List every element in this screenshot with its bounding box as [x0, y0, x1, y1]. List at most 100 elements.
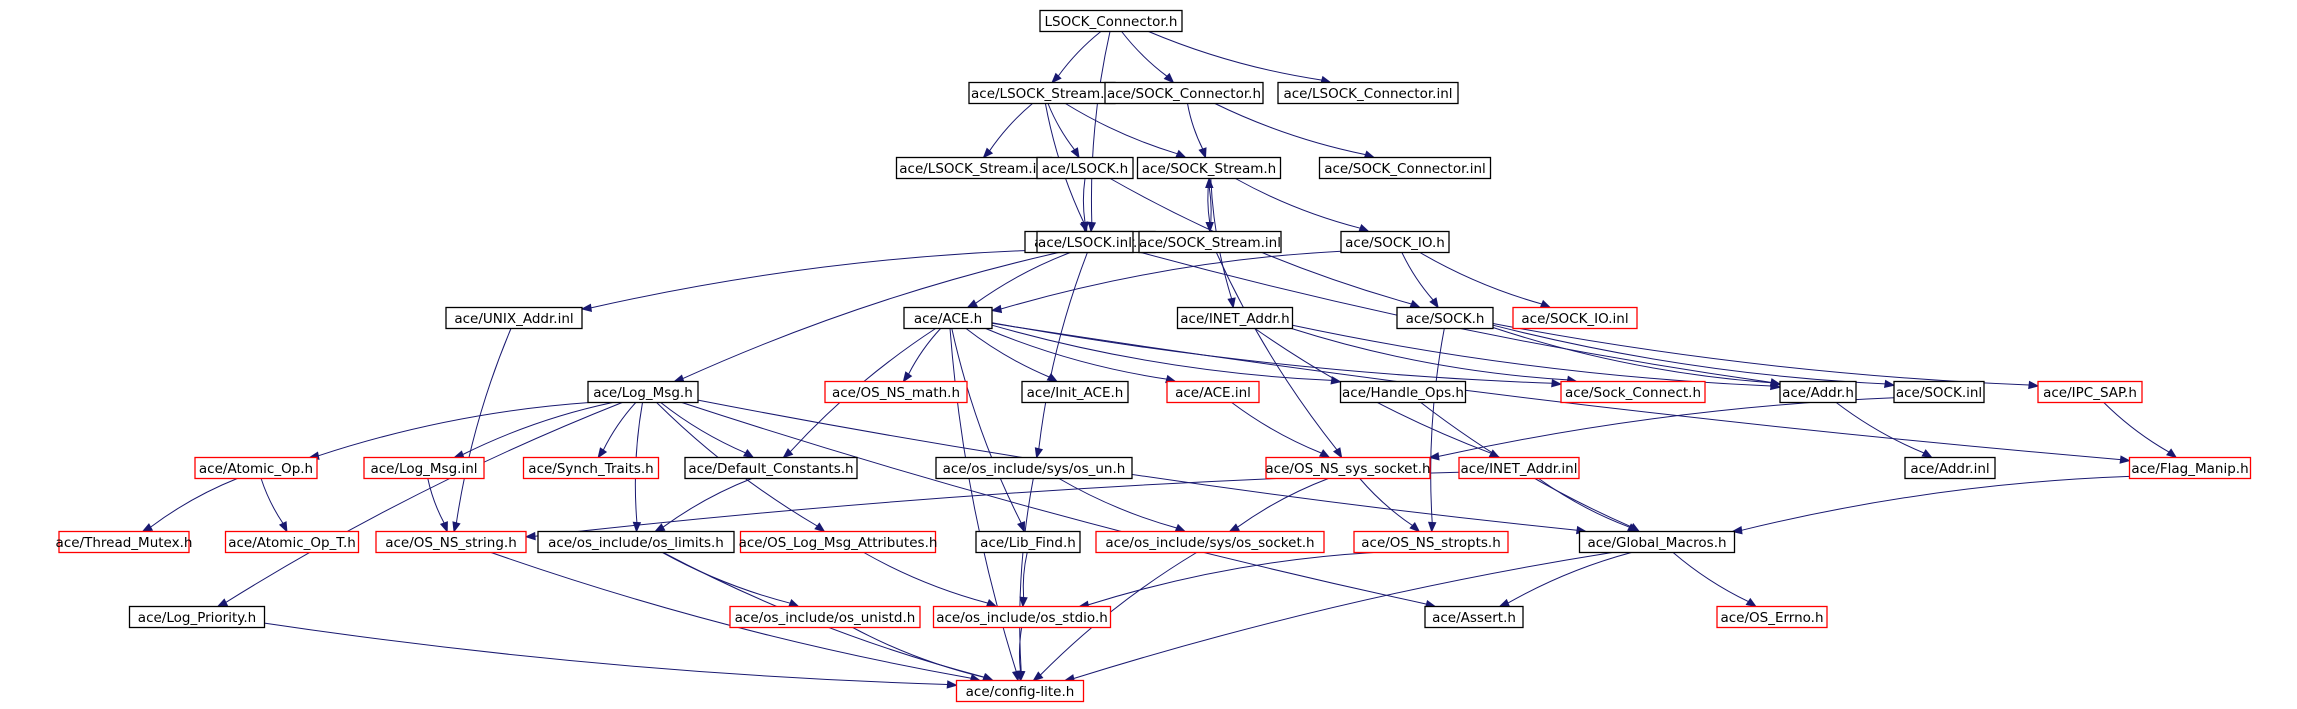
edge-ace-h-to-init-ace-h — [965, 328, 1059, 383]
node-box — [932, 605, 1112, 629]
edge-flag-manip-h-to-global-macros-h — [1731, 475, 2130, 535]
node-addr-inl[interactable]: ace/Addr.inl — [1904, 456, 1996, 480]
node-default-constants-h[interactable]: ace/Default_Constants.h — [684, 456, 858, 480]
node-os-socket-h[interactable]: ace/os_include/sys/os_socket.h — [1095, 530, 1325, 554]
node-atomic-op-h[interactable]: ace/Atomic_Op.h — [194, 456, 318, 480]
edge-lsock-stream-h-to-lsock-stream-inl — [982, 103, 1033, 159]
node-ace-h[interactable]: ace/ACE.h — [903, 306, 993, 330]
node-box — [1396, 306, 1494, 330]
node-os-ns-stropts-h[interactable]: ace/OS_NS_stropts.h — [1353, 530, 1509, 554]
node-os-limits-h[interactable]: ace/os_include/os_limits.h — [537, 530, 735, 554]
node-label: ace/OS_NS_string.h — [385, 535, 517, 551]
node-sock-stream-h[interactable]: ace/SOCK_Stream.h — [1136, 156, 1282, 180]
edge-os-socket-h-to-config-lite-h — [1032, 552, 1197, 682]
node-box — [1176, 306, 1294, 330]
node-box — [1353, 530, 1509, 554]
node-os-ns-sys-socket-h[interactable]: ace/OS_NS_sys_socket.h — [1265, 456, 1431, 480]
edge-ace-inl-to-os-ns-sys-socket-h — [1231, 402, 1331, 459]
node-label: ace/Default_Constants.h — [688, 461, 853, 477]
node-ipc-sap-h[interactable]: ace/IPC_SAP.h — [2037, 380, 2143, 404]
node-os-unistd-h[interactable]: ace/os_include/os_unistd.h — [729, 605, 921, 629]
edge-lsock-stream-h-to-lsock-h — [1047, 103, 1080, 159]
node-label: ace/SOCK_Connector.h — [1107, 86, 1261, 102]
node-label: ace/Assert.h — [1432, 610, 1516, 626]
node-config-lite-h[interactable]: ace/config-lite.h — [955, 679, 1085, 703]
node-sock-inl[interactable]: ace/SOCK.inl — [1893, 380, 1985, 404]
edge-os-ns-stropts-h-to-os-stdio-h — [1077, 552, 1374, 609]
node-label: ace/os_include/os_stdio.h — [936, 610, 1108, 626]
edge-atomic-op-h-to-thread-mutex-h — [141, 478, 238, 533]
node-box — [522, 456, 660, 480]
node-sock-connector-inl[interactable]: ace/SOCK_Connector.inl — [1318, 156, 1492, 180]
node-label: ace/IPC_SAP.h — [2043, 385, 2137, 401]
node-os-errno-h[interactable]: ace/OS_Errno.h — [1716, 605, 1828, 629]
edge-sock-connector-h-to-sock-stream-h — [1187, 103, 1207, 159]
node-box — [224, 530, 360, 554]
node-flag-manip-h[interactable]: ace/Flag_Manip.h — [2128, 456, 2252, 480]
node-box — [58, 530, 190, 554]
edge-log-msg-h-to-synch-traits-h — [597, 402, 637, 459]
node-root[interactable]: LSOCK_Connector.h — [1039, 9, 1183, 33]
node-box — [375, 530, 527, 554]
node-handle-ops-h[interactable]: ace/Handle_Ops.h — [1339, 380, 1467, 404]
node-unix-addr-inl[interactable]: ace/UNIX_Addr.inl — [445, 306, 583, 330]
node-sock-io-h[interactable]: ace/SOCK_IO.h — [1340, 230, 1450, 254]
edge-inet-addr-inl-to-global-macros-h — [1538, 478, 1639, 533]
node-label: ace/Lib_Find.h — [980, 535, 1076, 551]
node-lsock-stream-inl[interactable]: ace/LSOCK_Stream.inl — [895, 156, 1053, 180]
node-label: ace/Synch_Traits.h — [528, 461, 653, 477]
edge-root-to-sock-connector-h — [1121, 31, 1175, 84]
edge-os-ns-sys-socket-h-to-os-socket-h — [1228, 478, 1329, 533]
node-addr-h[interactable]: ace/Addr.h — [1779, 380, 1857, 404]
node-label: ace/OS_Log_Msg_Attributes.h — [739, 535, 938, 551]
node-os-stdio-h[interactable]: ace/os_include/os_stdio.h — [932, 605, 1112, 629]
node-atomic-op-t-h[interactable]: ace/Atomic_Op_T.h — [224, 530, 360, 554]
node-ace-inl[interactable]: ace/ACE.inl — [1166, 380, 1260, 404]
node-label: ace/OS_NS_stropts.h — [1361, 535, 1501, 551]
node-init-ace-h[interactable]: ace/Init_ACE.h — [1021, 380, 1129, 404]
edge-sock-io-h-to-ace-h — [990, 250, 1342, 314]
node-sock-connect-h[interactable]: ace/Sock_Connect.h — [1560, 380, 1706, 404]
node-os-ns-string-h[interactable]: ace/OS_NS_string.h — [375, 530, 527, 554]
node-box — [1340, 230, 1450, 254]
node-sock-io-inl[interactable]: ace/SOCK_IO.inl — [1512, 306, 1638, 330]
node-box — [2037, 380, 2143, 404]
edge-lsock-stream-h-to-sock-stream-h — [1065, 103, 1187, 159]
node-sock-connector-h[interactable]: ace/SOCK_Connector.h — [1104, 81, 1264, 105]
node-log-msg-h[interactable]: ace/Log_Msg.h — [587, 380, 699, 404]
node-box — [684, 456, 858, 480]
node-log-msg-inl[interactable]: ace/Log_Msg.inl — [363, 456, 485, 480]
edge-unix-addr-h-to-unix-addr-inl — [580, 250, 1026, 312]
node-box — [1560, 380, 1706, 404]
node-sock-stream-inl[interactable]: ace/SOCK_Stream.inl — [1138, 230, 1282, 254]
node-box — [1779, 380, 1857, 404]
node-inet-addr-inl[interactable]: ace/INET_Addr.inl — [1458, 456, 1580, 480]
node-sock-h[interactable]: ace/SOCK.h — [1396, 306, 1494, 330]
node-label: ace/Addr.h — [1782, 385, 1854, 401]
node-box — [1095, 530, 1325, 554]
node-os-log-msg-attributes-h[interactable]: ace/OS_Log_Msg_Attributes.h — [739, 530, 938, 554]
node-lsock-inl[interactable]: ace/LSOCK.inl — [1036, 230, 1134, 254]
node-assert-h[interactable]: ace/Assert.h — [1424, 605, 1524, 629]
node-label: ace/Atomic_Op.h — [199, 461, 313, 477]
node-inet-addr-h[interactable]: ace/INET_Addr.h — [1176, 306, 1294, 330]
node-thread-mutex-h[interactable]: ace/Thread_Mutex.h — [56, 530, 193, 554]
edge-root-to-unix-addr-h — [1087, 31, 1111, 233]
edge-sock-h-to-addr-h — [1492, 327, 1782, 387]
node-label: ace/os_include/os_limits.h — [548, 535, 724, 551]
node-lsock-h[interactable]: ace/LSOCK.h — [1036, 156, 1134, 180]
node-lsock-stream-h[interactable]: ace/LSOCK_Stream.h — [968, 81, 1116, 105]
node-box — [1716, 605, 1828, 629]
edge-lib-find-h-to-os-stdio-h — [1019, 552, 1028, 608]
node-log-priority-h[interactable]: ace/Log_Priority.h — [128, 605, 266, 629]
node-synch-traits-h[interactable]: ace/Synch_Traits.h — [522, 456, 660, 480]
node-lib-find-h[interactable]: ace/Lib_Find.h — [975, 530, 1081, 554]
node-box — [1036, 156, 1134, 180]
node-lsock-connector-inl[interactable]: ace/LSOCK_Connector.inl — [1277, 81, 1459, 105]
node-os-ns-math-h[interactable]: ace/OS_NS_math.h — [824, 380, 968, 404]
node-global-macros-h[interactable]: ace/Global_Macros.h — [1578, 530, 1736, 554]
node-label: ace/SOCK_IO.inl — [1521, 311, 1628, 327]
node-os-un-h[interactable]: ace/os_include/sys/os_un.h — [935, 456, 1133, 480]
edge-ace-h-to-lib-find-h — [951, 328, 1026, 533]
